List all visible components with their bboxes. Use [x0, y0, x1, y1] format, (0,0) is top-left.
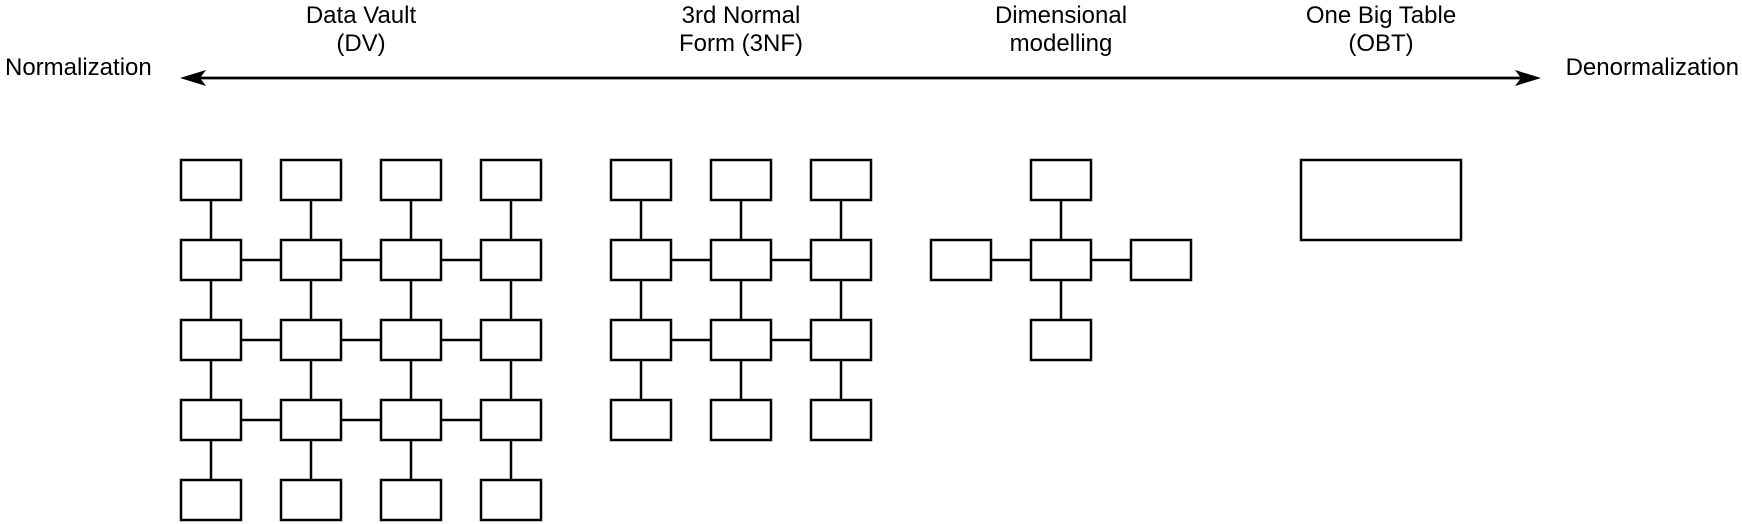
dimensional-modelling-fact-table-box: [1029, 238, 1093, 282]
data-vault-table-box: [479, 158, 543, 202]
spectrum-arrowhead-left: [180, 70, 206, 86]
third-normal-form-table-box: [609, 398, 673, 442]
third-normal-form-table-box: [709, 158, 773, 202]
third-normal-form-table-box: [809, 398, 873, 442]
dimensional-modelling-dimension-table-box: [1129, 238, 1193, 282]
third-normal-form-table-box: [609, 238, 673, 282]
one-big-table-table-box: [1299, 158, 1463, 242]
method-label-line2: (OBT): [1348, 30, 1414, 57]
one-big-table-diagram: [1299, 158, 1463, 242]
data-vault-table-box: [479, 238, 543, 282]
data-vault-table-box: [379, 318, 443, 362]
method-label-third-normal-form: 3rd Normal Form (3NF): [679, 2, 803, 58]
method-label-line1: 3rd Normal: [681, 2, 801, 29]
method-label-line2: (DV): [336, 30, 386, 57]
data-vault-table-box: [179, 478, 243, 522]
third-normal-form-table-box: [809, 158, 873, 202]
normalization-label: Normalization: [5, 54, 152, 81]
data-vault-table-box: [379, 398, 443, 442]
dimensional-modelling-diagram: [929, 158, 1193, 362]
data-vault-table-box: [279, 158, 343, 202]
method-label-line2: Form (3NF): [679, 30, 803, 57]
spectrum-arrow: [180, 70, 1541, 86]
denormalization-label: Denormalization: [1565, 54, 1739, 81]
data-vault-table-box: [279, 398, 343, 442]
method-label-data-vault: Data Vault (DV): [306, 2, 416, 58]
data-vault-table-box: [179, 398, 243, 442]
third-normal-form-table-box: [609, 158, 673, 202]
data-vault-table-box: [479, 478, 543, 522]
data-vault-table-box: [279, 478, 343, 522]
third-normal-form-table-box: [709, 398, 773, 442]
third-normal-form-table-box: [709, 238, 773, 282]
data-vault-table-box: [179, 238, 243, 282]
third-normal-form-diagram: [609, 158, 873, 442]
dimensional-modelling-dimension-table-box: [929, 238, 993, 282]
data-vault-table-box: [279, 238, 343, 282]
third-normal-form-table-box: [709, 318, 773, 362]
data-vault-table-box: [179, 158, 243, 202]
data-vault-table-box: [379, 238, 443, 282]
third-normal-form-table-box: [809, 238, 873, 282]
data-vault-table-box: [379, 158, 443, 202]
spectrum-arrowhead-right: [1515, 70, 1541, 86]
data-vault-table-box: [179, 318, 243, 362]
method-label-line2: modelling: [1009, 30, 1113, 57]
dimensional-modelling-dimension-table-box: [1029, 158, 1093, 202]
third-normal-form-table-box: [609, 318, 673, 362]
data-vault-table-box: [279, 318, 343, 362]
data-vault-table-box: [479, 318, 543, 362]
third-normal-form-table-box: [809, 318, 873, 362]
data-vault-diagram: [179, 158, 543, 522]
method-label-one-big-table: One Big Table (OBT): [1306, 2, 1456, 58]
method-label-line1: One Big Table: [1305, 2, 1457, 29]
method-label-line1: Data Vault: [305, 2, 417, 29]
data-vault-table-box: [479, 398, 543, 442]
method-label-dimensional-modelling: Dimensional modelling: [995, 2, 1127, 58]
method-label-line1: Dimensional: [994, 2, 1128, 29]
dimensional-modelling-dimension-table-box: [1029, 318, 1093, 362]
data-vault-table-box: [379, 478, 443, 522]
